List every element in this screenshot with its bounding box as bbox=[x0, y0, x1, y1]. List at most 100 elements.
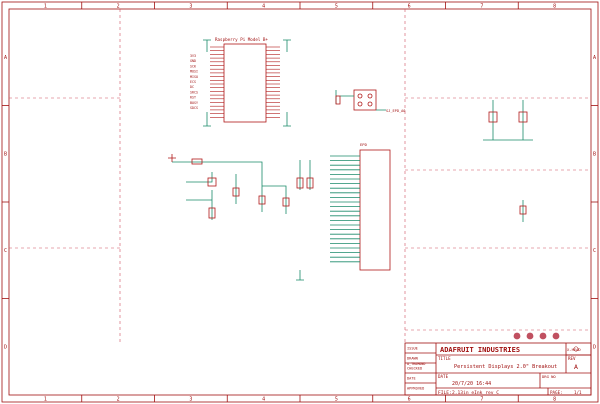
row-label-left: D bbox=[4, 345, 7, 351]
net-label: SRCS bbox=[190, 90, 198, 94]
row-markers: A A B B C C D D bbox=[2, 55, 598, 351]
level-shift-transistors bbox=[483, 100, 533, 222]
date-label: DATE bbox=[438, 374, 449, 379]
column-label-bottom: 2 bbox=[117, 397, 120, 403]
title-block-left-label: DATE bbox=[407, 377, 416, 381]
net-label: SDCS bbox=[190, 106, 198, 110]
epd-connector-pins bbox=[330, 155, 360, 263]
logo-mark-icon bbox=[573, 346, 579, 352]
row-label-right: C bbox=[593, 248, 596, 254]
net-label: SCK bbox=[190, 64, 196, 68]
column-label-top: 5 bbox=[335, 4, 338, 10]
row-label-left: C bbox=[4, 248, 7, 254]
zone-right bbox=[404, 9, 591, 343]
power-diode-1 bbox=[232, 187, 240, 197]
column-label-top: 8 bbox=[553, 4, 556, 10]
bypass-capacitor bbox=[519, 205, 527, 215]
jumper-wires bbox=[335, 90, 386, 111]
column-label-top: 3 bbox=[189, 4, 192, 10]
jumper-pad-2 bbox=[367, 93, 373, 99]
drg-label: DRG NO bbox=[542, 374, 556, 379]
pullup-resistor-2 bbox=[306, 177, 314, 189]
epd-connector: EPD bbox=[296, 142, 391, 281]
logo-dot-3 bbox=[539, 332, 547, 340]
column-label-bottom: 3 bbox=[189, 397, 192, 403]
power-section bbox=[168, 154, 290, 220]
rev-value: A bbox=[574, 363, 578, 371]
inner-frame bbox=[8, 8, 592, 396]
sd-jumper-block: SJ_EPD_A0 bbox=[335, 89, 405, 113]
power-wires bbox=[172, 161, 287, 220]
net-label: GND bbox=[190, 59, 196, 63]
row-label-right: B bbox=[593, 152, 596, 158]
column-label-bottom: 4 bbox=[262, 397, 265, 403]
jumper-pad-3 bbox=[357, 101, 363, 107]
title-block-left-label: APPROVED bbox=[407, 387, 424, 391]
logo-dot-1 bbox=[513, 332, 521, 340]
power-cap bbox=[282, 197, 290, 207]
title-block-left-value: A_TRAMOND bbox=[407, 362, 425, 366]
logo-dot-4 bbox=[552, 332, 560, 340]
transistor-q1 bbox=[488, 111, 498, 123]
power-diode-2 bbox=[258, 195, 266, 205]
power-input-symbol bbox=[168, 154, 176, 162]
net-label: 3V3 bbox=[190, 54, 196, 58]
title-block-left-label: ISSUE bbox=[407, 347, 418, 351]
title-value: Persistent Displays 2.0" Breakout bbox=[454, 364, 557, 370]
column-label-top: 1 bbox=[44, 4, 47, 10]
company-name: ADAFRUIT INDUSTRIES bbox=[440, 346, 520, 354]
row-label-left: B bbox=[4, 152, 7, 158]
column-label-top: 6 bbox=[408, 4, 411, 10]
rpi-power-rails bbox=[203, 39, 291, 52]
row-label-left: A bbox=[4, 55, 7, 61]
net-label: MISO bbox=[190, 75, 198, 79]
page-label: PAGE: bbox=[550, 390, 563, 395]
jumper-pad-1 bbox=[357, 93, 363, 99]
column-label-top: 7 bbox=[480, 4, 483, 10]
net-label: RST bbox=[190, 96, 196, 100]
pullup-resistor-1 bbox=[296, 177, 304, 189]
epd-ground bbox=[296, 270, 304, 281]
rev-label: REV bbox=[568, 356, 576, 361]
column-label-top: 4 bbox=[262, 4, 265, 10]
power-resistor bbox=[208, 207, 216, 219]
row-label-right: D bbox=[593, 345, 596, 351]
page-value: 1/1 bbox=[574, 390, 582, 395]
epd-connector-body bbox=[359, 149, 391, 271]
net-label: DC bbox=[190, 85, 194, 89]
title-block-frame bbox=[404, 342, 592, 396]
column-label-bottom: 8 bbox=[553, 397, 556, 403]
column-label-bottom: 7 bbox=[480, 397, 483, 403]
column-label-bottom: 6 bbox=[408, 397, 411, 403]
rpi-ground-rails bbox=[203, 112, 291, 127]
rpi-header-title: Raspberry Pi Model B+ bbox=[215, 37, 268, 42]
date-value: 20/7/20 16:44 bbox=[452, 381, 491, 387]
rpi-header-body bbox=[223, 43, 267, 123]
column-label-top: 2 bbox=[117, 4, 120, 10]
net-label: BUSY bbox=[190, 101, 198, 105]
net-label: ECS bbox=[190, 80, 196, 84]
power-inductor bbox=[191, 158, 203, 165]
jumper-body bbox=[353, 89, 377, 111]
adafruit-logo bbox=[513, 332, 560, 340]
file-label: FILE: bbox=[438, 390, 452, 396]
file-value: 2.13in eInk rev C bbox=[452, 390, 499, 396]
epd-label: EPD bbox=[360, 142, 368, 147]
title-block-left-label: CHECKED bbox=[407, 367, 422, 371]
transistor-q2 bbox=[518, 111, 528, 123]
jumper-label: SJ_EPD_A0 bbox=[386, 109, 405, 113]
jumper-resistor bbox=[335, 95, 341, 105]
power-mosfet bbox=[207, 177, 217, 187]
logo-dot-2 bbox=[526, 332, 534, 340]
row-label-right: A bbox=[593, 55, 596, 61]
net-label: MOSI bbox=[190, 70, 198, 74]
title-label: TITLE bbox=[438, 356, 451, 361]
pullup-wires bbox=[299, 160, 311, 190]
